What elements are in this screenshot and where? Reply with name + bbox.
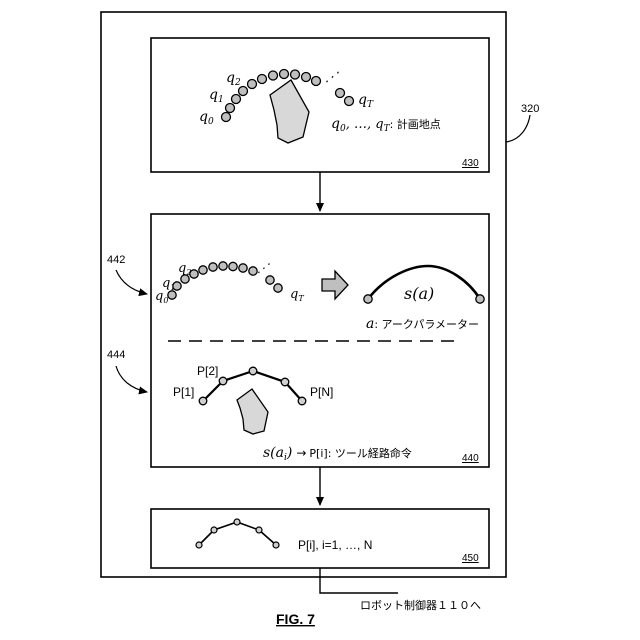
svg-text:q1: q1 [209,87,224,105]
path-point [211,527,217,533]
output-label: ロボット制御器１１０へ [360,598,481,612]
curve-label: s(a) [404,284,434,303]
ref-450: 450 [462,553,479,564]
legend-430: q0, …, qT: 計画地点 [331,116,441,134]
ref-442: 442 [107,254,125,266]
label-pn: P[N] [310,385,333,399]
path-point [298,397,306,405]
ref-320: 320 [521,103,539,115]
path-point [196,542,202,548]
output-arrow [320,568,398,593]
svg-text:q2: q2 [178,261,191,277]
transform-arrow [322,271,348,299]
path-point [234,519,240,525]
path-point [199,397,207,405]
tool-path-450 [196,519,279,548]
svg-text:q2: q2 [226,70,241,88]
leader-320 [506,115,530,142]
svg-text:qT: qT [290,287,304,303]
svg-text:q0: q0 [155,289,168,305]
path-point [249,367,257,375]
arc-parameter-legend: a: アークパラメーター [366,316,479,332]
label-p1: P[1] [173,385,194,399]
svg-text:qT: qT [358,92,374,110]
mapping-legend: s(ai)→P[i]: ツール経路命令 [263,445,412,463]
leader-444 [116,366,147,392]
path-point [256,527,262,533]
svg-text:q0: q0 [199,109,214,127]
dots-430: ⋰ [325,70,339,85]
path-point [273,542,279,548]
label-450: P[i], i=1, …, N [298,538,372,552]
dots-440: ⋰ [257,261,270,275]
figure-caption: FIG. 7 [276,611,315,627]
workpiece-430 [270,80,309,143]
label-p2: P[2] [197,364,218,378]
ref-430: 430 [462,158,479,169]
svg-text:q1: q1 [162,276,175,292]
box-430 [151,38,489,172]
leader-442 [116,270,147,294]
path-point [281,378,289,386]
workpiece-440 [237,389,268,434]
ref-440: 440 [462,453,479,464]
ref-444: 444 [107,349,125,361]
path-point [219,377,227,385]
